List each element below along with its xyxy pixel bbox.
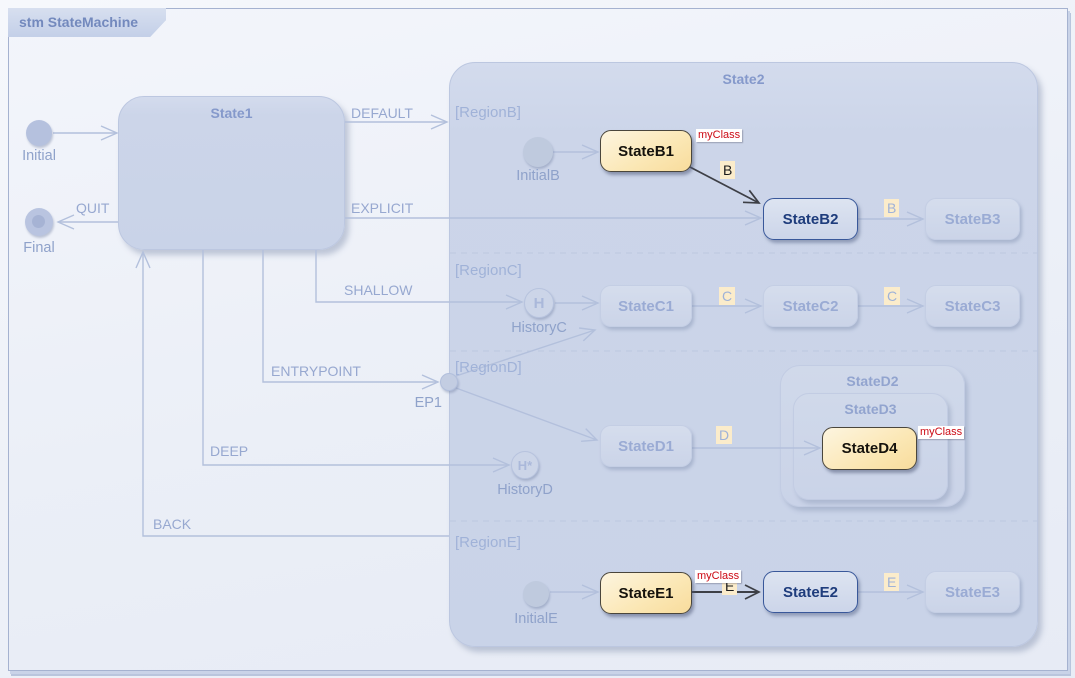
state-statee2[interactable]: StateE2 — [763, 571, 858, 613]
initiale-node[interactable] — [523, 581, 549, 607]
state-label: State1 — [210, 105, 253, 121]
historyc-node[interactable]: H — [524, 288, 554, 318]
transition-shallow-label: SHALLOW — [344, 282, 413, 298]
state-stateb1[interactable]: StateB1 — [600, 130, 692, 172]
state-statec3[interactable]: StateC3 — [925, 285, 1020, 327]
state-label: StateB3 — [944, 210, 1001, 228]
initialb-label: InitialB — [516, 168, 560, 184]
historyd-label: HistoryD — [497, 482, 553, 498]
state-statec1[interactable]: StateC1 — [600, 285, 692, 327]
state-state1[interactable]: State1 — [118, 96, 345, 250]
state-stateb3[interactable]: StateB3 — [925, 198, 1020, 240]
initialb-node[interactable] — [523, 137, 553, 167]
state-statec2[interactable]: StateC2 — [763, 285, 858, 327]
trigger-b-b2b3: B — [884, 199, 900, 217]
initial-label: Initial — [22, 148, 56, 164]
regionb-label: [RegionB] — [455, 104, 521, 121]
initiale-label: InitialE — [514, 611, 558, 627]
transition-entrypoint-label: ENTRYPOINT — [271, 363, 361, 379]
state-statee1[interactable]: StateE1 — [600, 572, 692, 614]
state-label: StateE3 — [944, 583, 1001, 601]
transition-back-label: BACK — [153, 516, 192, 532]
state-stateb2[interactable]: StateB2 — [763, 198, 858, 240]
trigger-e-e2e3: E — [884, 573, 900, 591]
deep-history-icon: H* — [517, 457, 533, 473]
state-label: StateC1 — [618, 297, 674, 315]
state-label: StateD4 — [841, 440, 898, 457]
trigger-b-b1b2: B — [720, 161, 736, 179]
state-label: StateD1 — [618, 437, 674, 455]
stereotype-statee1: myClass — [695, 570, 742, 583]
transition-quit-label: QUIT — [76, 200, 110, 216]
final-label: Final — [23, 240, 55, 256]
regionc-label: [RegionC] — [455, 262, 522, 279]
state-label: StateB2 — [782, 210, 839, 228]
final-node[interactable] — [25, 208, 53, 236]
transition-deep-label: DEEP — [210, 443, 249, 459]
trigger-c-c2c3: C — [884, 287, 901, 305]
state-statee3[interactable]: StateE3 — [925, 571, 1020, 613]
trigger-d-d1d4: D — [716, 426, 733, 444]
transition-default-label: DEFAULT — [351, 105, 413, 121]
ep1-label: EP1 — [414, 395, 442, 411]
state-label: StateD3 — [844, 401, 897, 417]
state-label: StateC2 — [782, 297, 839, 315]
stereotype-stateb1: myClass — [696, 129, 743, 142]
state-label: StateE2 — [782, 583, 839, 601]
state-label: StateC3 — [944, 297, 1001, 315]
state-label: StateD2 — [846, 373, 899, 389]
regiond-label: [RegionD] — [455, 359, 522, 376]
state-label: StateE1 — [618, 584, 674, 602]
historyc-label: HistoryC — [511, 320, 567, 336]
frame-title-tab: stm StateMachine — [8, 8, 166, 37]
historyd-node[interactable]: H* — [511, 451, 539, 479]
transition-explicit-label: EXPLICIT — [351, 200, 414, 216]
trigger-c-c1c2: C — [719, 287, 736, 305]
initial-node[interactable] — [26, 120, 52, 146]
shallow-history-icon: H — [533, 294, 545, 312]
regione-label: [RegionE] — [455, 534, 521, 551]
stereotype-stated4: myClass — [918, 426, 965, 439]
state-stated4[interactable]: StateD4 — [822, 427, 917, 470]
state-label: StateB1 — [618, 142, 674, 160]
state-label: State2 — [722, 71, 765, 87]
state-stated1[interactable]: StateD1 — [600, 425, 692, 467]
final-node-inner-dot — [32, 215, 45, 228]
